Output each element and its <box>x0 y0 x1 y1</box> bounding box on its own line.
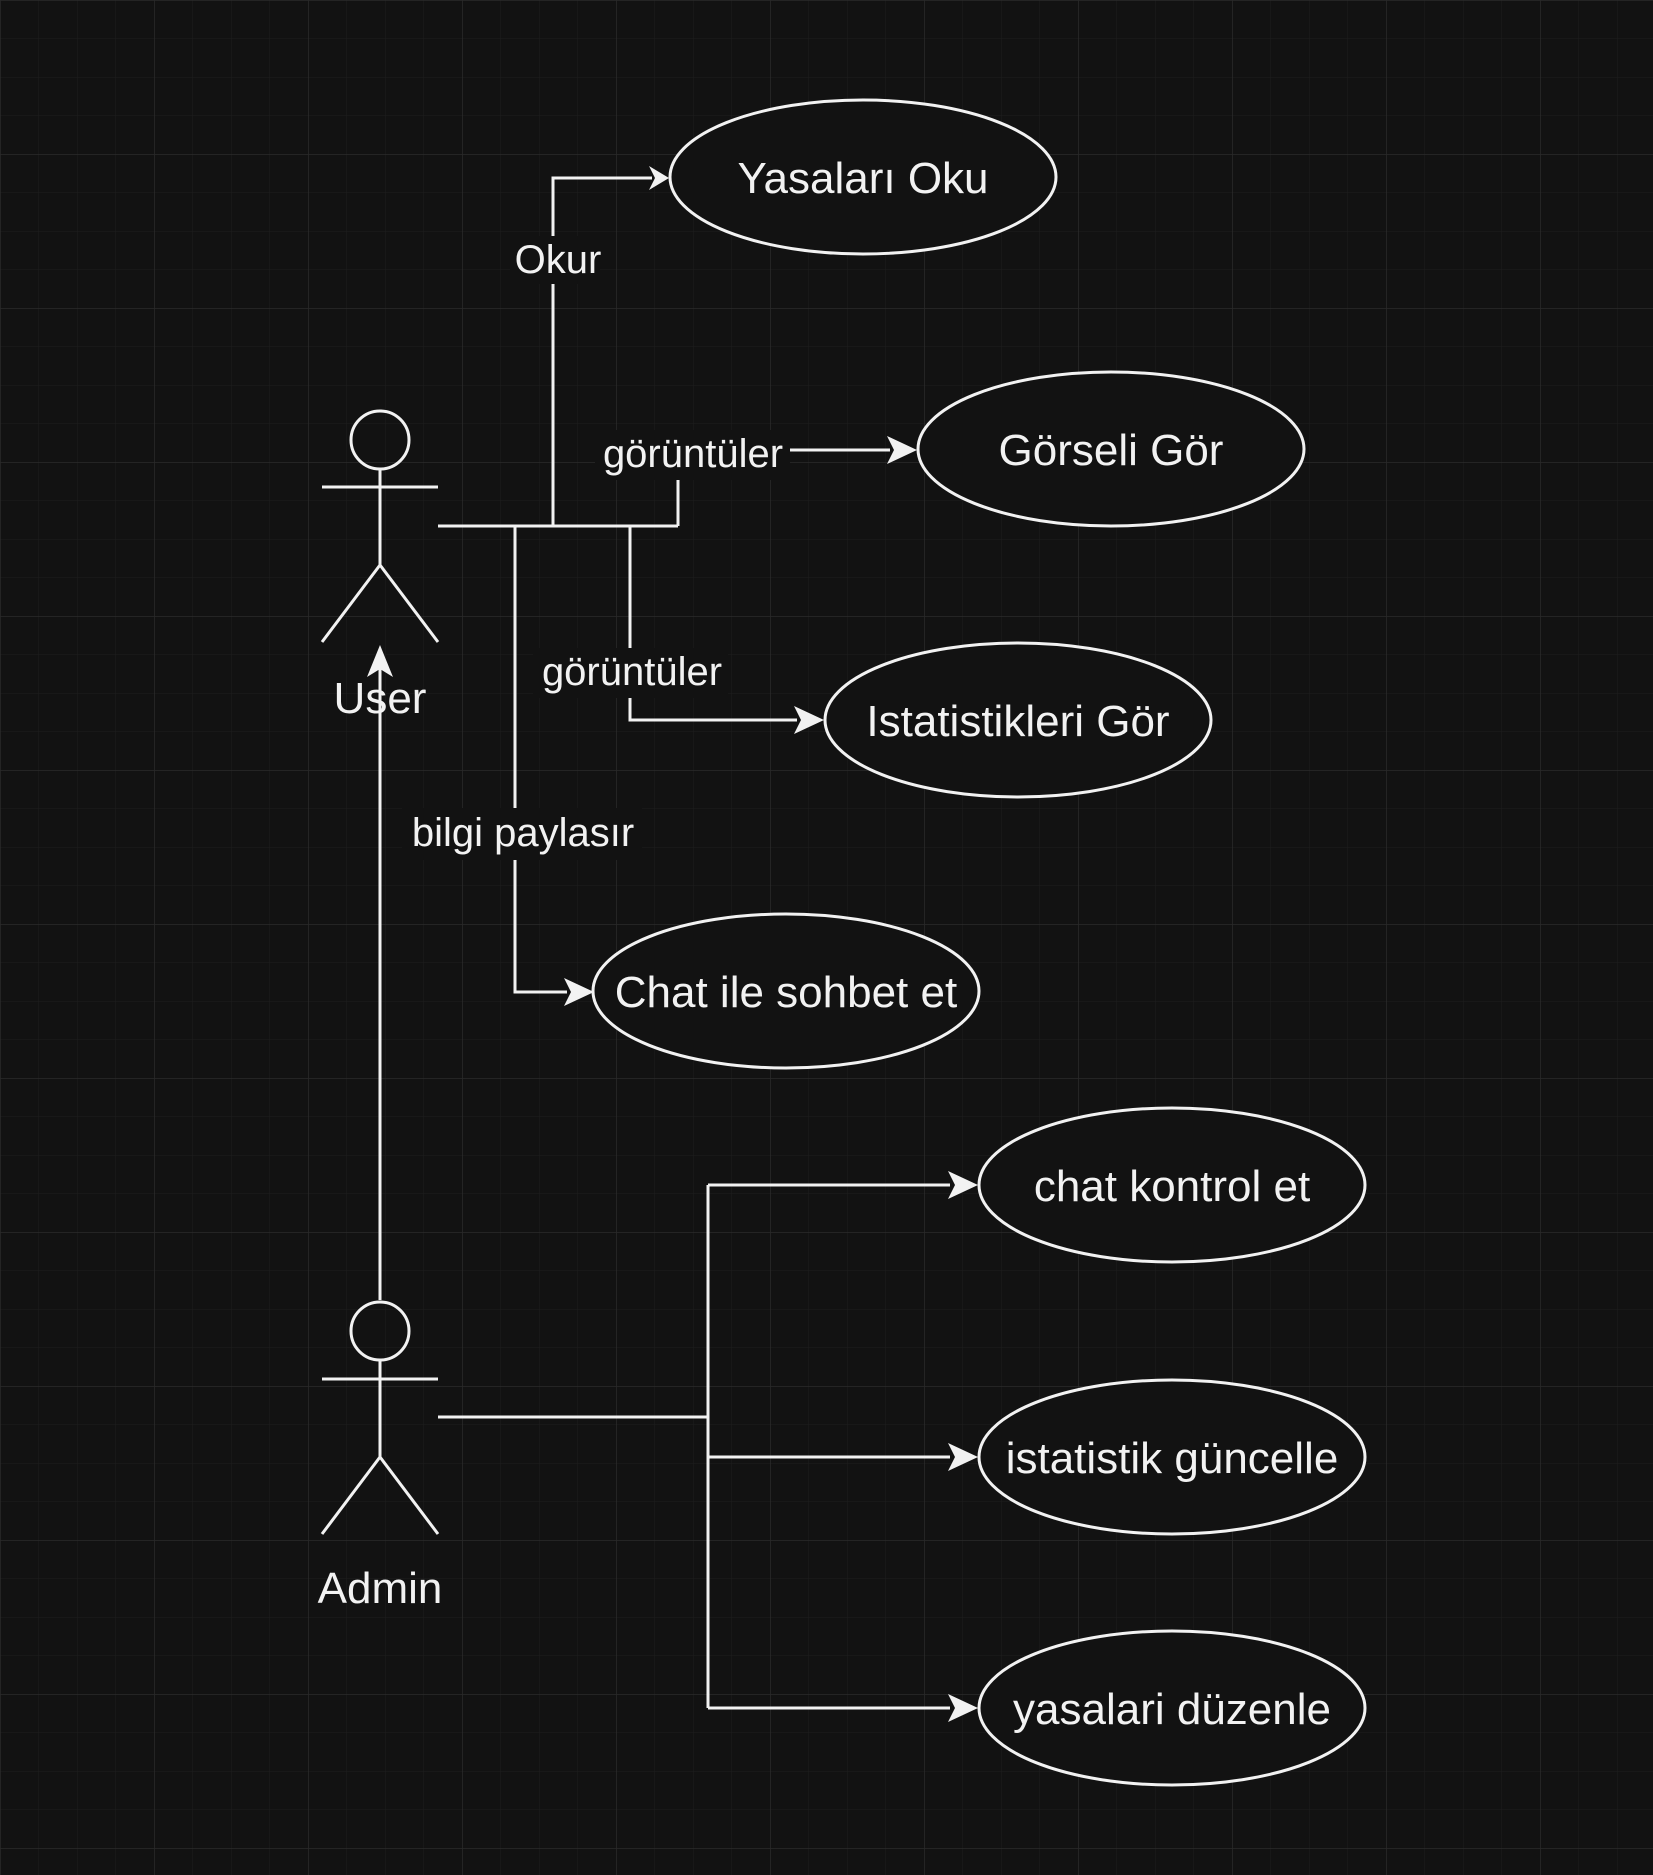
edge-label-bilgi: bilgi paylasır <box>402 808 642 860</box>
use-case-chat-ile-sohbet-et-shape[interactable] <box>591 912 981 1070</box>
edge-label-goruntuler-1-text: görüntüler <box>603 432 783 476</box>
actor-admin-label: Admin <box>318 1564 443 1613</box>
use-case-yasalari-duzenle-label: yasalari düzenle <box>1013 1685 1331 1734</box>
edge-label-goruntuler-1-bg <box>595 430 790 480</box>
edge-label-okur-bg <box>510 236 600 284</box>
use-case-yasalari-oku-shape[interactable] <box>668 98 1058 256</box>
actor-admin-left-leg <box>320 1456 382 1535</box>
edge-yasalari-arrow <box>948 1694 978 1722</box>
admin-connectors <box>438 1171 978 1722</box>
use-case-gorseli-gor[interactable]: Görseli Gör <box>916 370 1306 528</box>
generalization-arrow <box>367 645 393 677</box>
generalization-admin-user <box>367 645 393 1300</box>
edge-okur-line <box>551 176 652 526</box>
edge-bilgi-arrow <box>564 978 594 1006</box>
edge-goruntuler-1-arrow <box>887 436 917 464</box>
edge-label-goruntuler-2: görüntüler <box>533 648 728 698</box>
use-case-istatistik-guncelle-shape[interactable] <box>977 1378 1367 1536</box>
actor-user-left-leg <box>320 564 382 643</box>
use-case-yasalari-duzenle[interactable]: yasalari düzenle <box>977 1629 1367 1787</box>
user-connectors <box>438 166 917 1006</box>
use-case-istatistikleri-gor-shape[interactable] <box>823 641 1213 799</box>
edge-label-goruntuler-2-text: görüntüler <box>542 650 722 694</box>
actor-admin[interactable]: Admin <box>318 1300 443 1613</box>
use-case-chat-kontrol-et[interactable]: chat kontrol et <box>977 1106 1367 1264</box>
edge-label-bilgi-bg <box>402 808 642 860</box>
use-case-yasalari-oku-label: Yasaları Oku <box>737 154 988 203</box>
use-case-gorseli-gor-label: Görseli Gör <box>999 426 1224 475</box>
edge-label-bilgi-text: bilgi paylasır <box>412 811 634 855</box>
use-case-istatistik-guncelle[interactable]: istatistik güncelle <box>977 1378 1367 1536</box>
edge-chat-kontrol-arrow <box>948 1171 978 1199</box>
edge-goruntuler-2-line <box>628 526 797 722</box>
edge-label-okur: Okur <box>510 236 601 284</box>
use-case-chat-ile-sohbet-et-label: Chat ile sohbet et <box>615 968 957 1017</box>
use-case-gorseli-gor-shape[interactable] <box>916 370 1306 528</box>
use-case-chat-kontrol-et-shape[interactable] <box>977 1106 1367 1264</box>
actor-admin-right-leg <box>378 1456 440 1535</box>
actor-user[interactable]: User <box>320 409 440 723</box>
use-case-yasalari-duzenle-shape[interactable] <box>977 1629 1367 1787</box>
use-case-istatistikleri-gor[interactable]: Istatistikleri Gör <box>823 641 1213 799</box>
edge-label-okur-text: Okur <box>515 238 602 282</box>
edge-istatistik-arrow <box>948 1443 978 1471</box>
use-case-yasalari-oku[interactable]: Yasaları Oku <box>668 98 1058 256</box>
use-case-chat-kontrol-et-label: chat kontrol et <box>1034 1162 1310 1211</box>
actor-user-right-leg <box>378 564 440 643</box>
edge-okur-arrow <box>649 166 669 190</box>
use-case-istatistik-guncelle-label: istatistik güncelle <box>1006 1434 1339 1483</box>
use-case-istatistikleri-gor-label: Istatistikleri Gör <box>866 697 1169 746</box>
edge-goruntuler-2-arrow <box>794 706 824 734</box>
edge-label-goruntuler-2-bg <box>533 648 728 698</box>
use-case-chat-ile-sohbet-et[interactable]: Chat ile sohbet et <box>591 912 981 1070</box>
edge-bilgi-line <box>513 526 567 994</box>
edge-label-goruntuler-1: görüntüler <box>595 430 790 480</box>
actor-user-label: User <box>334 674 427 723</box>
